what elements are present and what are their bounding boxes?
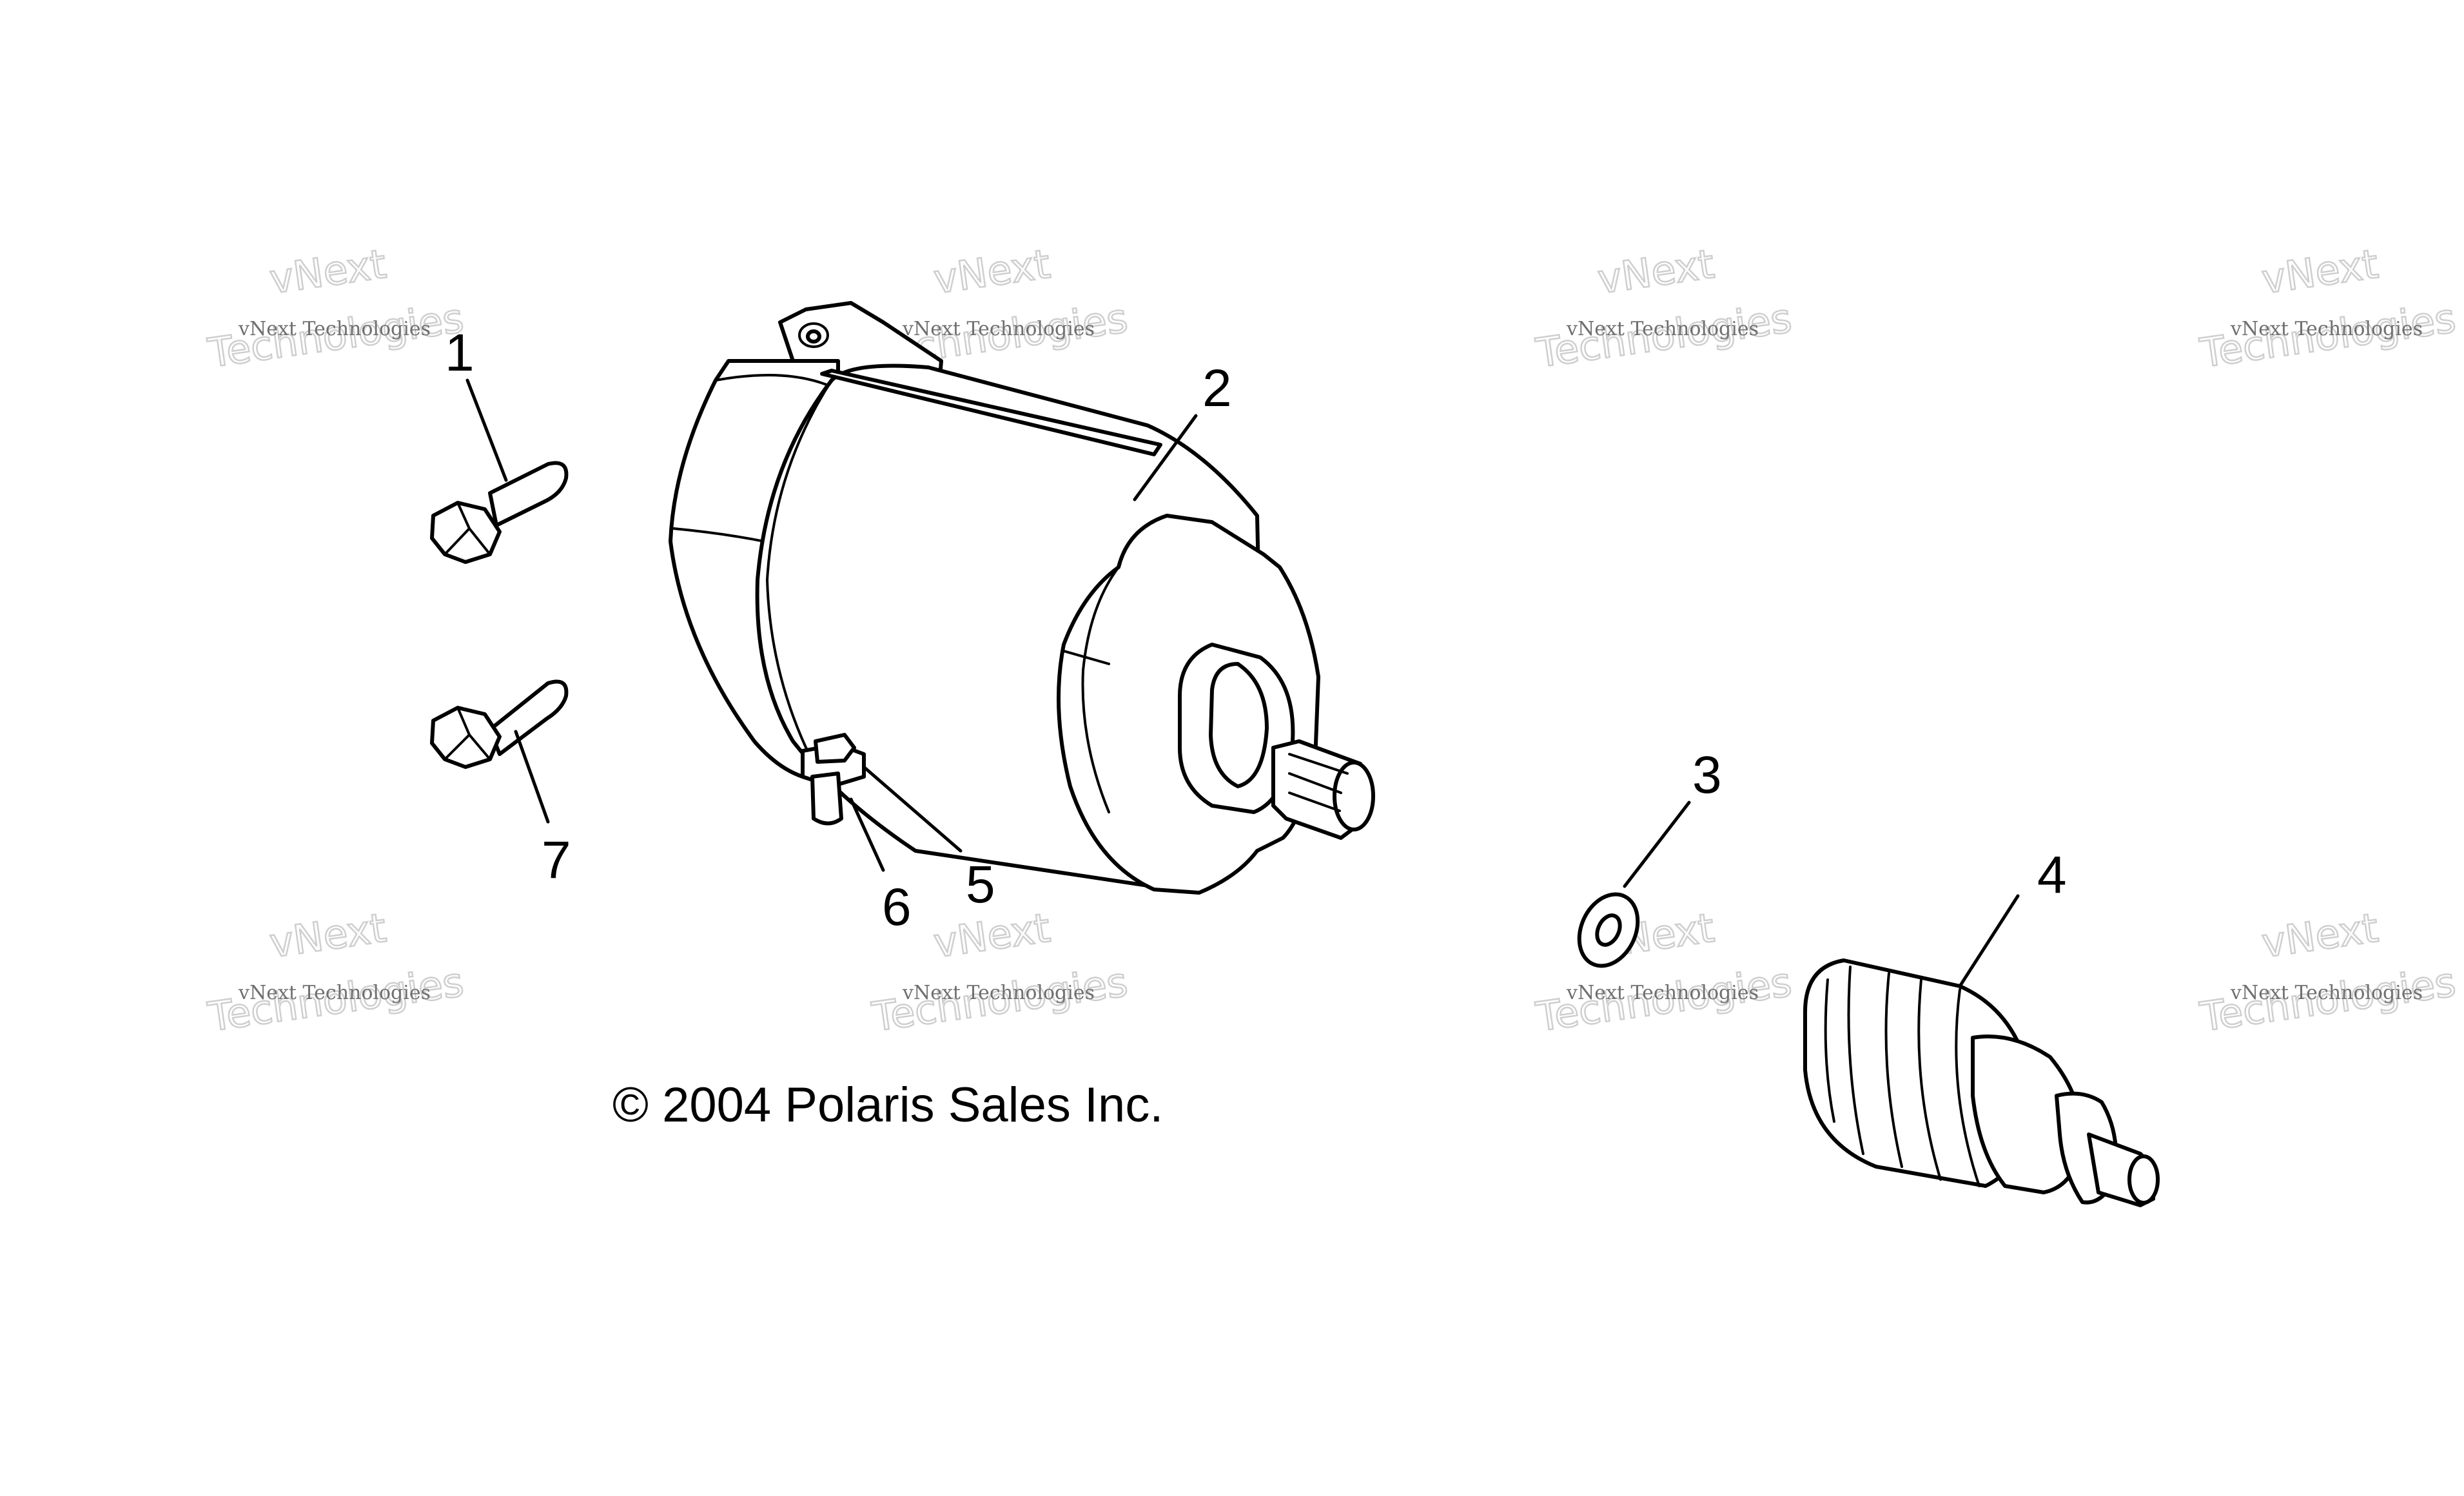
leader-3 — [1623, 801, 1691, 888]
leader-2 — [1133, 414, 1198, 501]
copyright-notice: © 2004 Polaris Sales Inc. — [612, 1078, 1163, 1132]
callout-1: 1 — [445, 324, 474, 382]
callout-4: 4 — [2037, 846, 2067, 904]
leader-4 — [1958, 894, 2020, 988]
watermark-small: vNext Technologies — [1566, 318, 1759, 340]
watermark-small: vNext Technologies — [2230, 982, 2423, 1004]
watermark-arc: vNext — [267, 240, 389, 303]
washer-part — [1577, 892, 1640, 968]
callout-7: 7 — [542, 831, 571, 889]
starter-drive-part — [1803, 958, 2160, 1207]
watermark-top-1: vNext Technologies vNext Technologies — [204, 239, 467, 377]
watermark-arc: vNext — [2259, 904, 2381, 967]
watermark-small: vNext Technologies — [238, 982, 431, 1004]
watermark-arc: vNext — [2259, 240, 2381, 303]
watermark-small: vNext Technologies — [1566, 982, 1759, 1004]
watermark-arc: vNext — [267, 904, 389, 967]
watermark-top-4: vNext Technologies vNext Technologies — [2196, 239, 2459, 377]
callout-5: 5 — [966, 855, 995, 914]
watermark-bottom-3: vNext Technologies vNext Technologies — [1532, 903, 1795, 1041]
leader-5 — [862, 765, 963, 853]
watermark-small: vNext Technologies — [902, 982, 1095, 1004]
starter-motor-part — [669, 301, 1375, 895]
callout-3: 3 — [1692, 746, 1722, 804]
leader-6 — [849, 797, 885, 872]
watermark-small: vNext Technologies — [2230, 318, 2423, 340]
bolt-lower-part — [430, 679, 569, 769]
watermark-top-3: vNext Technologies vNext Technologies — [1532, 239, 1795, 377]
leader-7 — [514, 730, 550, 824]
watermark-bottom-4: vNext Technologies vNext Technologies — [2196, 903, 2459, 1041]
callout-6: 6 — [882, 878, 912, 937]
leader-1 — [465, 378, 508, 482]
watermark-small: vNext Technologies — [238, 318, 431, 340]
bolt-upper-part — [430, 461, 569, 564]
watermark-arc: vNext — [931, 240, 1053, 303]
callout-2: 2 — [1202, 359, 1232, 418]
watermark-small: vNext Technologies — [902, 318, 1095, 340]
watermark-bottom-1: vNext Technologies vNext Technologies — [204, 903, 467, 1041]
watermark-arc: vNext — [1595, 240, 1717, 303]
